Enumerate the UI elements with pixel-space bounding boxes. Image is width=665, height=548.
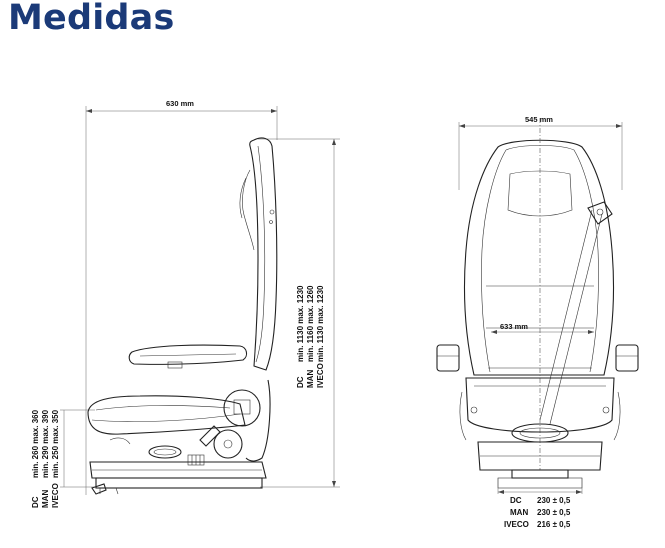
seat-height-brand-man: MAN <box>41 490 50 508</box>
side-height-brand-dc: DC <box>296 376 305 388</box>
side-view: 630 mm <box>31 99 340 508</box>
front-width-label: 545 mm <box>525 115 553 124</box>
side-height-range-man: min. 1160 max. 1260 <box>306 285 315 362</box>
side-height-brand-iveco: IVECO <box>316 363 325 388</box>
seat-height-range-man: min. 290 max. 390 <box>41 409 50 478</box>
seat-height-brand-dc: DC <box>31 496 40 508</box>
base-value-man: 230 ± 0,5 <box>537 508 571 517</box>
base-value-dc: 230 ± 0,5 <box>537 496 571 505</box>
front-inner-width-label: 633 mm <box>500 322 528 331</box>
side-height-range-dc: min. 1130 max. 1230 <box>296 285 305 362</box>
base-value-iveco: 216 ± 0,5 <box>537 520 571 529</box>
side-height-brand-man: MAN <box>306 370 315 388</box>
seat-height-range-dc: min. 260 max. 360 <box>31 409 40 478</box>
side-width-label: 630 mm <box>166 99 194 108</box>
base-brand-man: MAN <box>510 508 528 517</box>
side-height-range-iveco: min. 1130 max. 1230 <box>316 285 325 362</box>
seat-height-range-iveco: min. 250 max. 350 <box>51 409 60 478</box>
page-title: Medidas <box>8 0 175 38</box>
seat-height-brand-iveco: IVECO <box>51 483 60 508</box>
base-brand-dc: DC <box>510 496 522 505</box>
base-brand-iveco: IVECO <box>504 520 529 529</box>
front-view: 545 mm 633 mm <box>436 115 639 529</box>
